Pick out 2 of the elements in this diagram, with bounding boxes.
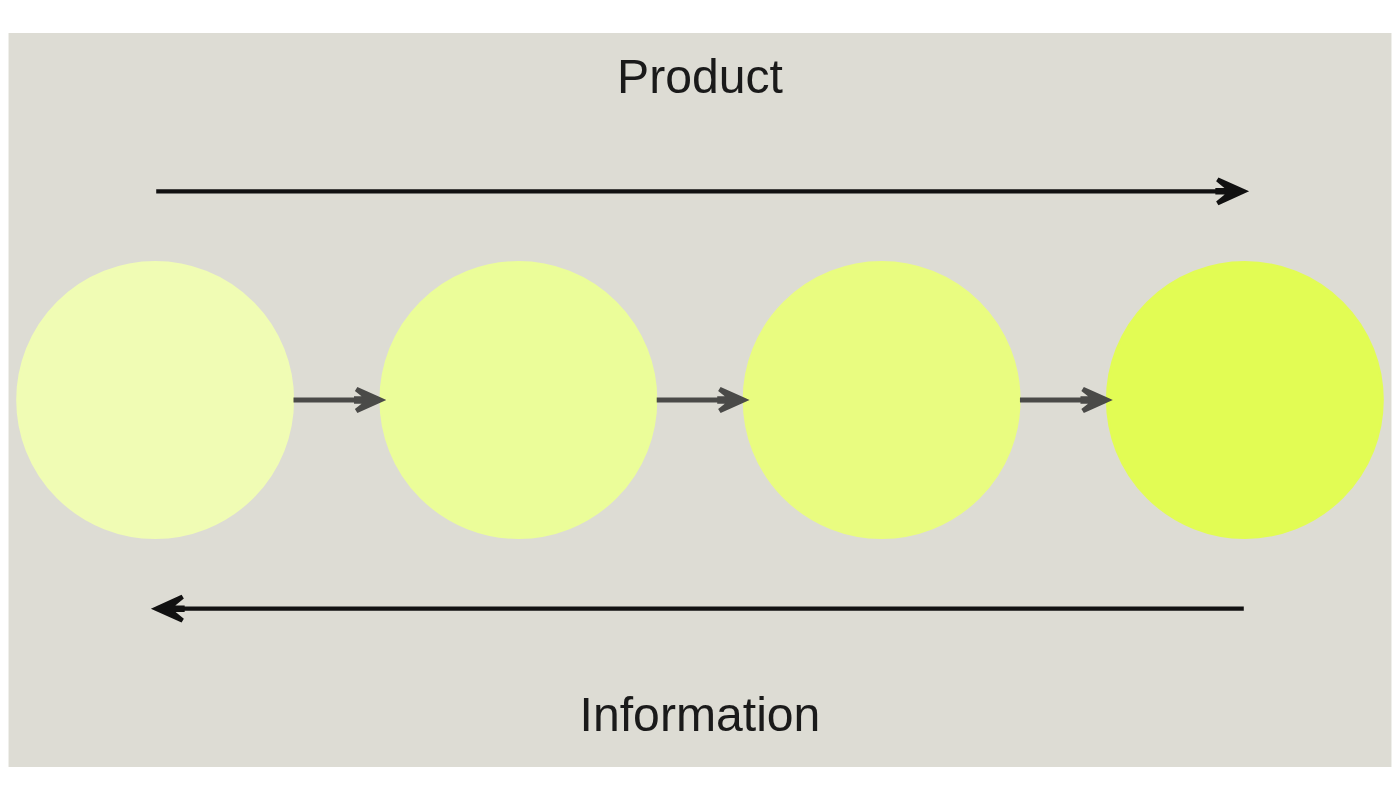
label: Information: [579, 687, 821, 742]
label: Product: [617, 49, 783, 104]
